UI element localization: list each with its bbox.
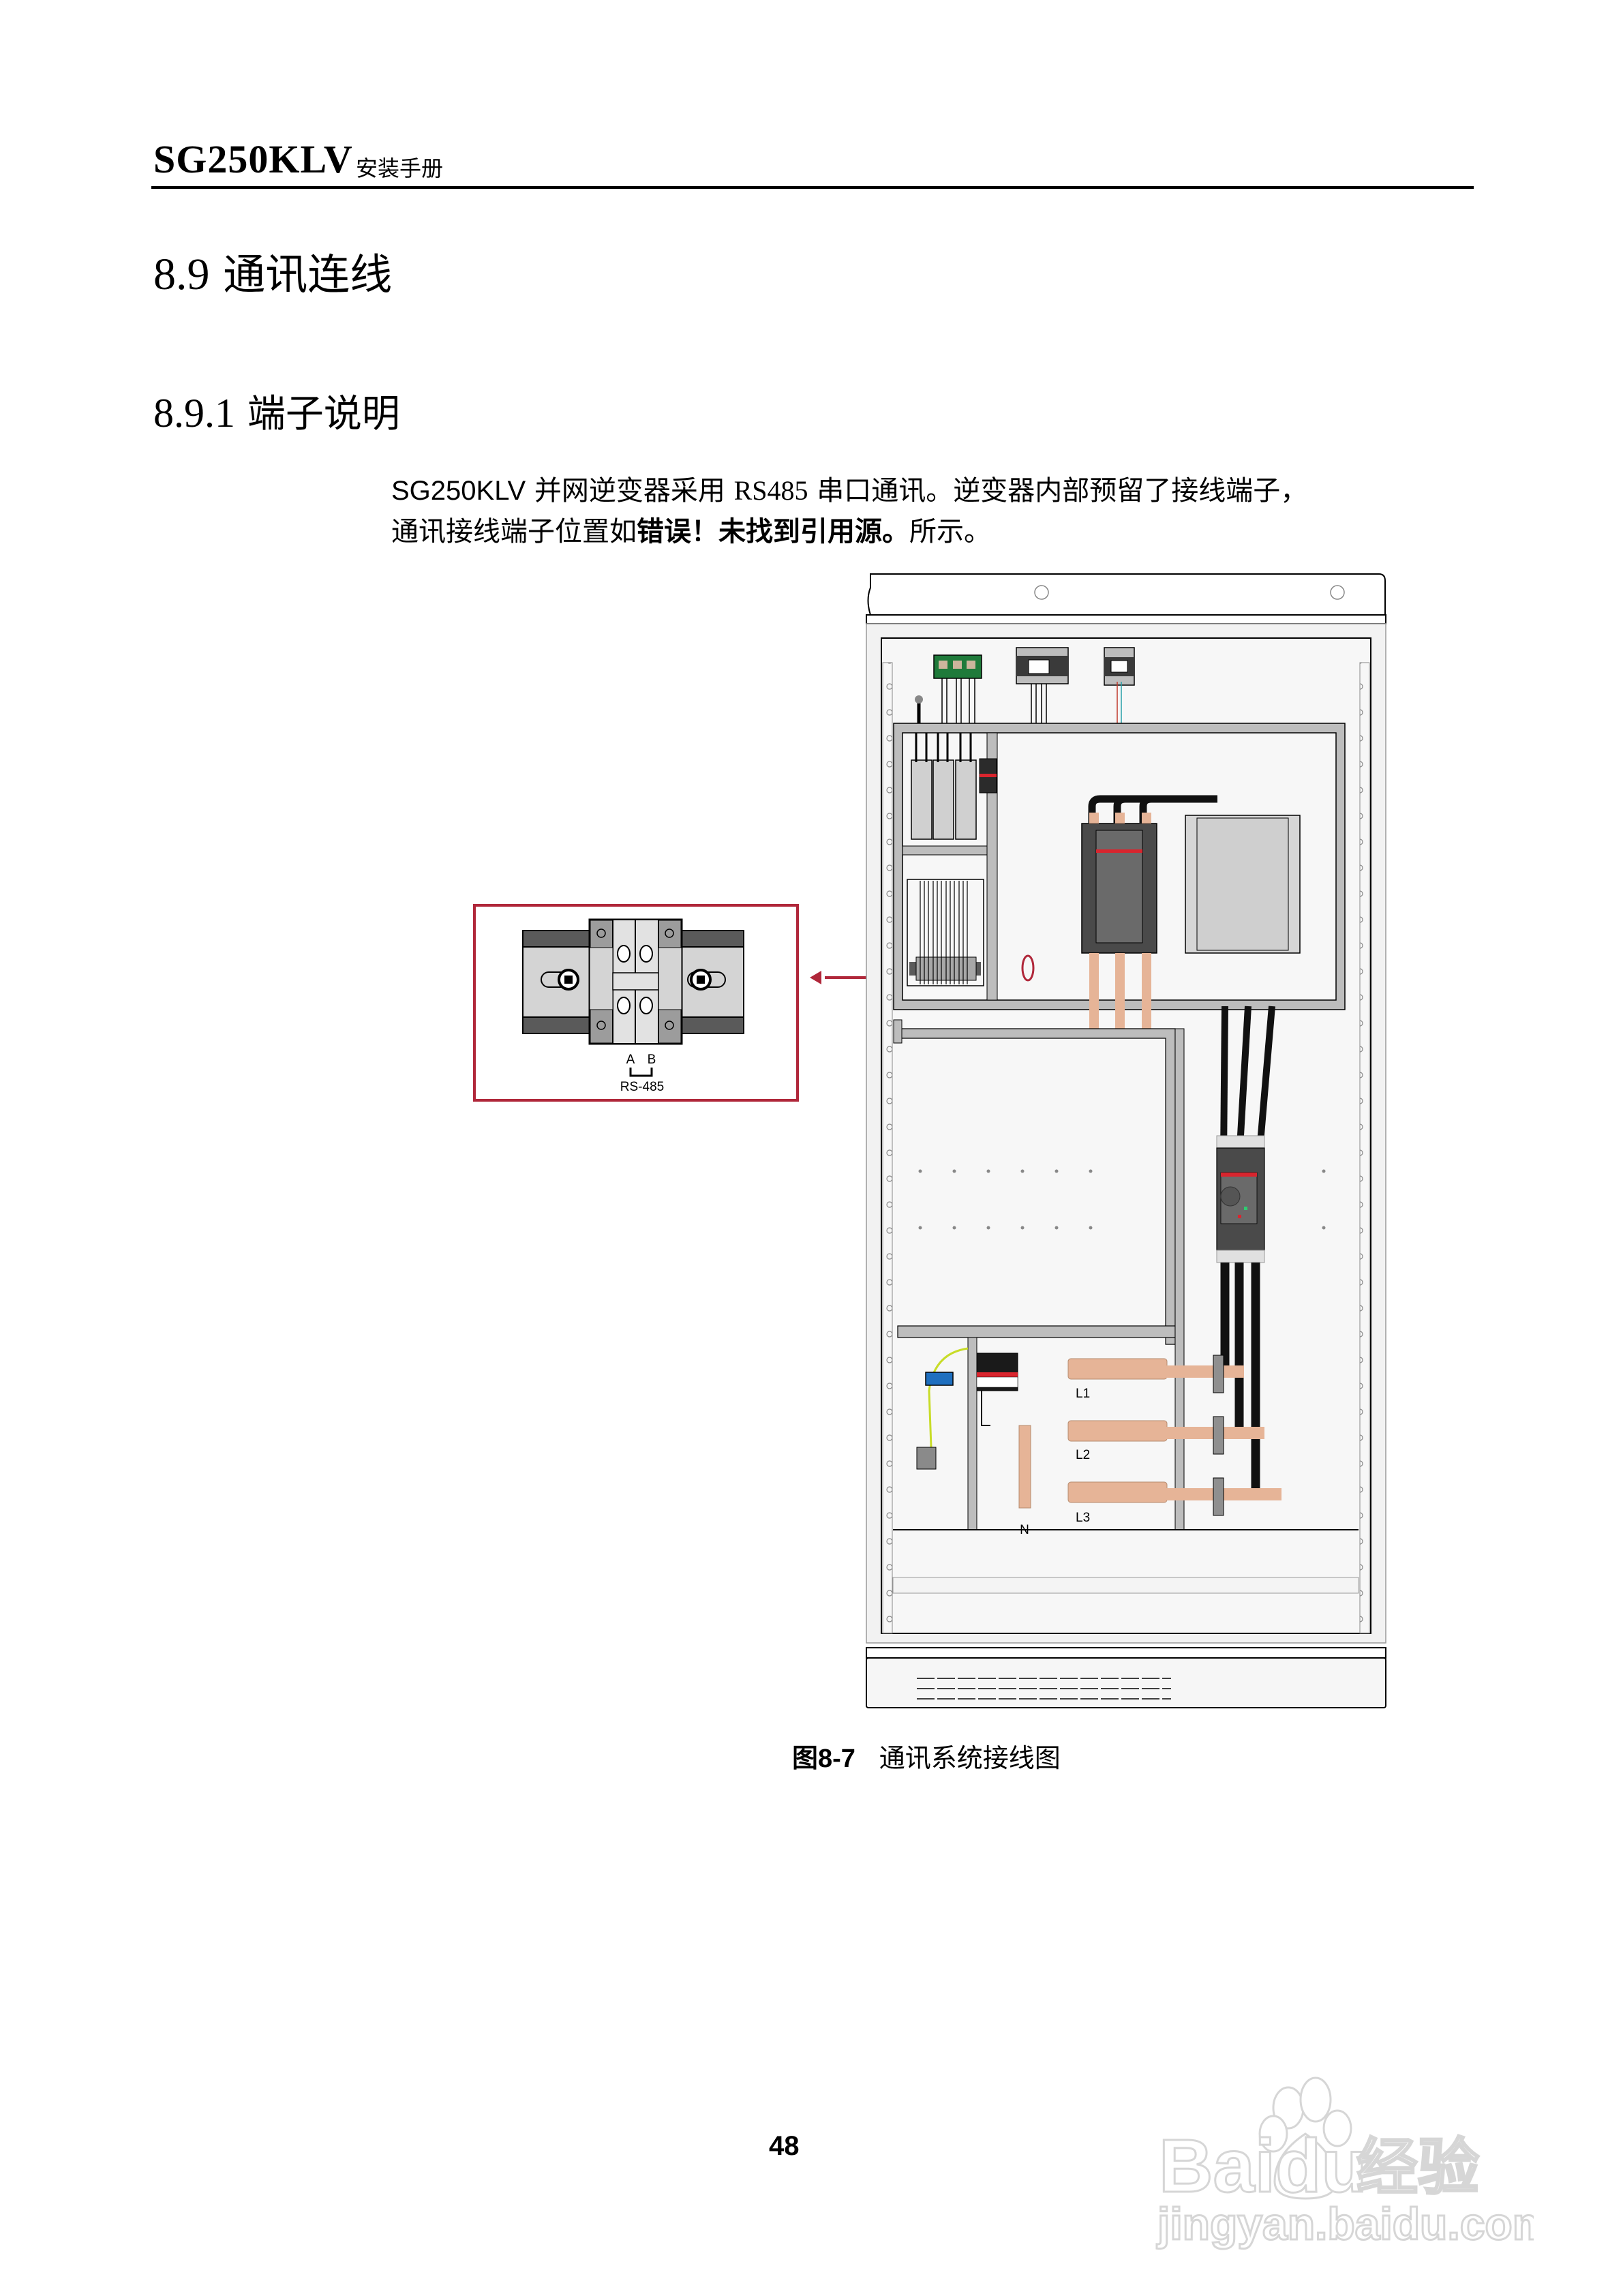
neutral-busbar bbox=[1018, 1425, 1031, 1509]
baidu-jingyan-watermark: Baidu 经验 jingyan.baidu.com bbox=[1155, 2076, 1534, 2250]
busbar-l1 bbox=[1067, 1358, 1168, 1380]
section-title: 通讯连线 bbox=[223, 250, 393, 299]
inverter-cabinet: N L1 L2 L3 bbox=[866, 573, 1386, 1708]
figure-label: 图8-7 bbox=[792, 1744, 855, 1773]
subsection-number: 8.9.1 bbox=[153, 391, 235, 436]
body-text: 串口通讯。逆变器内部预留了接线端子， bbox=[808, 475, 1308, 507]
header-subtitle: 安装手册 bbox=[356, 155, 444, 181]
page-number: 48 bbox=[769, 2131, 800, 2161]
ac-contactor bbox=[1081, 795, 1217, 1035]
section-heading: 8.9 通讯连线 bbox=[153, 240, 392, 301]
left-mounting-rail bbox=[882, 662, 893, 1634]
ac-circuit-breaker bbox=[1216, 1135, 1265, 1263]
cabinet-plinth bbox=[866, 1657, 1386, 1708]
rs485-highlight bbox=[1021, 954, 1035, 982]
watermark-brand: Baidu bbox=[1159, 2124, 1367, 2208]
header-rule bbox=[151, 186, 1474, 189]
busbar-label-l2: L2 bbox=[1076, 1448, 1090, 1462]
body-text: 所示。 bbox=[909, 516, 991, 547]
communication-wiring-figure: A B RS-485 bbox=[473, 573, 1386, 1708]
body-text: 并网逆变器采用 bbox=[526, 475, 734, 507]
figure-caption: 图8-7 通讯系统接线图 bbox=[792, 1737, 1061, 1774]
surge-protector bbox=[976, 1353, 1018, 1426]
ground-wire bbox=[928, 1347, 969, 1448]
body-text: 通讯接线端子位置如 bbox=[391, 516, 637, 547]
breaker-handle-icon bbox=[1220, 1186, 1241, 1207]
busbar-l2 bbox=[1067, 1420, 1168, 1442]
section-number: 8.9 bbox=[153, 250, 210, 299]
broken-reference-link[interactable]: 错误！未找到引用源。 bbox=[637, 516, 909, 547]
body-rs485: RS485 bbox=[733, 475, 808, 506]
right-mounting-rail bbox=[1359, 662, 1370, 1634]
paw-icon bbox=[1258, 2076, 1352, 2200]
arrow-head-icon bbox=[810, 971, 821, 984]
header-model: SG250KLV bbox=[153, 137, 353, 181]
watermark-url: jingyan.baidu.com bbox=[1156, 2199, 1534, 2249]
rs485-bus-label: RS-485 bbox=[620, 1080, 664, 1094]
body-paragraph-line-2: 通讯接线端子位置如错误！未找到引用源。所示。 bbox=[391, 511, 991, 552]
terminal-a-label: A bbox=[626, 1053, 635, 1067]
watermark-product: 经验 bbox=[1356, 2134, 1479, 2202]
body-paragraph-line-1: SG250KLV 并网逆变器采用 RS485 串口通讯。逆变器内部预留了接线端子… bbox=[391, 470, 1307, 511]
busbar-label-l1: L1 bbox=[1076, 1387, 1090, 1401]
subsection-heading: 8.9.1 端子说明 bbox=[153, 383, 400, 438]
ground-clamp bbox=[916, 1447, 937, 1470]
busbar-l3 bbox=[1067, 1481, 1168, 1503]
terminal-b-label: B bbox=[648, 1053, 656, 1067]
fuse-holders bbox=[911, 733, 977, 840]
phase-busbars: L1 L2 L3 bbox=[1067, 1355, 1281, 1525]
subsection-title: 端子说明 bbox=[247, 392, 400, 436]
busbar-label-l3: L3 bbox=[1076, 1511, 1090, 1525]
body-model: SG250KLV bbox=[391, 476, 526, 506]
ground-terminal bbox=[925, 1372, 954, 1386]
rs485-detail-callout: A B RS-485 bbox=[473, 904, 799, 1102]
figure-caption-text: 通讯系统接线图 bbox=[879, 1743, 1061, 1773]
